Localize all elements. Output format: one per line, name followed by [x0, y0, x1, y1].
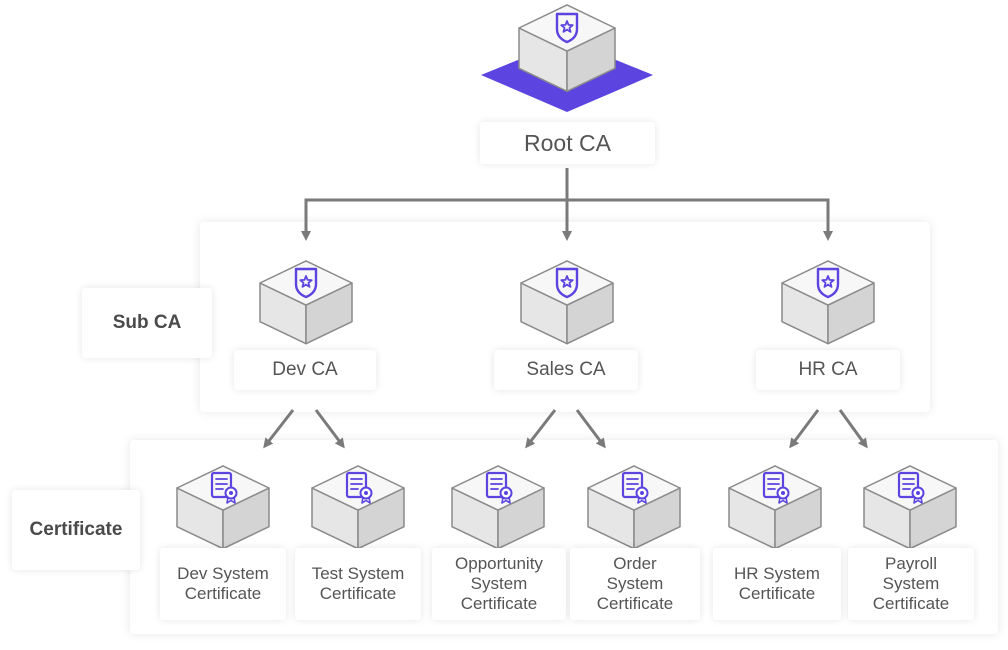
certificate-cube-4	[587, 465, 681, 550]
certificate-cube-5	[728, 465, 822, 550]
arrow-sales-order	[575, 409, 606, 449]
certificate-document-icon	[210, 471, 238, 504]
connector-root-hr	[567, 198, 833, 241]
root-ca-label: Root CA	[480, 122, 655, 164]
shield-star-icon	[555, 267, 579, 299]
shield-star-icon	[294, 267, 318, 299]
cert-label-test-system: Test System Certificate	[295, 548, 421, 620]
cert-label-hr-system: HR System Certificate	[713, 548, 841, 620]
tier-label-certificate: Certificate	[12, 490, 140, 570]
sub-ca-label-hr: HR CA	[756, 350, 900, 390]
sub-ca-label-dev: Dev CA	[234, 350, 376, 390]
root-connectors	[301, 168, 833, 241]
sub-ca-cube-sales	[520, 260, 614, 345]
cert-label-opportunity-system: Opportunity System Certificate	[432, 548, 566, 620]
arrow-hr-hrsystem	[789, 409, 820, 449]
certificate-cube-6	[863, 465, 957, 550]
sub-ca-label-sales: Sales CA	[494, 350, 638, 390]
certificate-cube-3	[451, 465, 545, 550]
certificate-document-icon	[621, 471, 649, 504]
cert-label-dev-system: Dev System Certificate	[160, 548, 286, 620]
arrow-sales-opportunity	[525, 409, 557, 449]
certificate-document-icon	[897, 471, 925, 504]
certificate-document-icon	[485, 471, 513, 504]
certificate-document-icon	[762, 471, 790, 504]
arrow-hr-payroll	[838, 409, 868, 449]
shield-star-icon	[816, 267, 840, 299]
sub-connectors	[263, 409, 868, 449]
shield-star-icon	[555, 12, 579, 44]
sub-ca-cube-hr	[781, 260, 875, 345]
certificate-cube-1	[176, 465, 270, 550]
tier-label-sub-ca: Sub CA	[82, 288, 212, 358]
sub-ca-cube-dev	[259, 260, 353, 345]
root-ca-cube	[518, 4, 616, 93]
arrow-dev-testsystem	[314, 409, 345, 449]
cert-label-order-system: Order System Certificate	[570, 548, 700, 620]
arrow-dev-devsystem	[263, 409, 295, 449]
cert-label-payroll-system: Payroll System Certificate	[848, 548, 974, 620]
connector-root-dev	[301, 198, 567, 241]
certificate-document-icon	[345, 471, 373, 504]
certificate-cube-2	[311, 465, 405, 550]
